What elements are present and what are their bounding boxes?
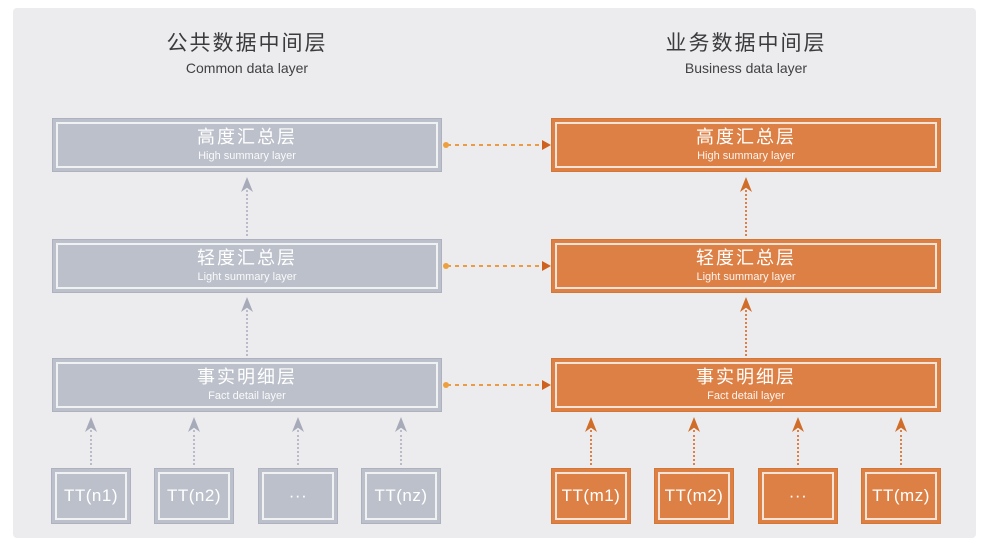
dotted-line xyxy=(246,310,248,356)
layer-label-zh: 事实明细层 xyxy=(197,366,297,387)
dotted-line xyxy=(745,190,747,236)
common-title-en: Common data layer xyxy=(185,60,309,76)
up-arrow-icon xyxy=(792,417,804,465)
up-arrow-icon xyxy=(395,417,407,465)
dotted-line xyxy=(297,430,299,465)
business-title-en: Business data layer xyxy=(684,60,808,76)
up-arrow-icon xyxy=(241,177,253,236)
common-title-zh: 公共数据中间层 xyxy=(166,32,328,55)
business-column-title: 业务数据中间层 Business data layer xyxy=(551,27,941,76)
source-box-tt-n1: TT(n1) xyxy=(51,468,131,524)
layer-box-high-summary-business: 高度汇总层 High summary layer xyxy=(551,118,941,172)
business-title-zh: 业务数据中间层 xyxy=(665,32,827,55)
source-box-ellipsis-common: ··· xyxy=(258,468,338,524)
dotted-line xyxy=(400,430,402,465)
source-box-tt-m1: TT(m1) xyxy=(551,468,631,524)
up-arrow-icon xyxy=(740,177,752,236)
up-arrow-icon xyxy=(585,417,597,465)
dotted-line xyxy=(193,430,195,465)
dotted-line xyxy=(590,430,592,465)
dotted-line xyxy=(745,310,747,356)
common-column-title: 公共数据中间层 Common data layer xyxy=(52,27,442,76)
up-arrow-icon xyxy=(292,417,304,465)
layer-label-zh: 轻度汇总层 xyxy=(696,247,796,268)
up-arrow-icon xyxy=(740,297,752,356)
up-arrow-icon xyxy=(688,417,700,465)
layer-label-en: Light summary layer xyxy=(197,271,297,284)
dotted-line xyxy=(797,430,799,465)
source-box-tt-m2: TT(m2) xyxy=(654,468,734,524)
layer-label-en: Fact detail layer xyxy=(208,390,286,403)
dotted-line xyxy=(693,430,695,465)
source-box-ellipsis-business: ··· xyxy=(758,468,838,524)
layer-box-high-summary-common: 高度汇总层 High summary layer xyxy=(52,118,442,172)
layer-label-zh: 轻度汇总层 xyxy=(197,247,297,268)
layer-label-zh: 高度汇总层 xyxy=(197,126,297,147)
cross-layer-connector-high xyxy=(443,142,547,148)
layer-label-zh: 事实明细层 xyxy=(696,366,796,387)
up-arrow-icon xyxy=(85,417,97,465)
layer-label-zh: 高度汇总层 xyxy=(696,126,796,147)
source-box-tt-nz: TT(nz) xyxy=(361,468,441,524)
dotted-line xyxy=(90,430,92,465)
layer-label-en: High summary layer xyxy=(198,150,296,163)
source-box-tt-mz: TT(mz) xyxy=(861,468,941,524)
layer-label-en: Fact detail layer xyxy=(707,390,785,403)
layer-label-en: Light summary layer xyxy=(696,271,796,284)
up-arrow-icon xyxy=(895,417,907,465)
cross-layer-connector-light xyxy=(443,263,547,269)
cross-layer-connector-fact xyxy=(443,382,547,388)
layer-box-light-summary-business: 轻度汇总层 Light summary layer xyxy=(551,239,941,293)
layer-box-fact-detail-common: 事实明细层 Fact detail layer xyxy=(52,358,442,412)
up-arrow-icon xyxy=(188,417,200,465)
layer-box-fact-detail-business: 事实明细层 Fact detail layer xyxy=(551,358,941,412)
up-arrow-icon xyxy=(241,297,253,356)
source-box-tt-n2: TT(n2) xyxy=(154,468,234,524)
layer-label-en: High summary layer xyxy=(697,150,795,163)
dotted-line xyxy=(246,190,248,236)
dotted-line xyxy=(900,430,902,465)
layer-box-light-summary-common: 轻度汇总层 Light summary layer xyxy=(52,239,442,293)
